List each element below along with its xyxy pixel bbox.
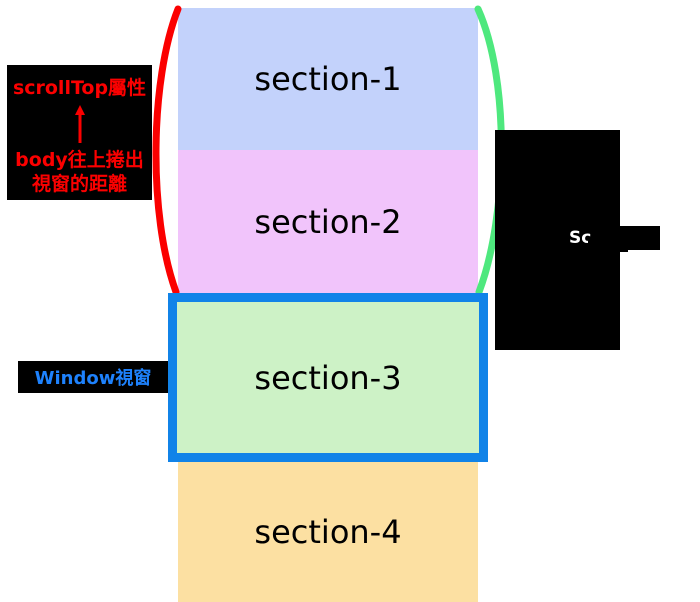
section-block-4: section-4 (178, 462, 478, 602)
section-block-1: section-1 (178, 8, 478, 150)
section-block-2: section-2 (178, 150, 478, 293)
scrolltop-description-line-2: 視窗的距離 (31, 173, 127, 195)
scrolltop-title: scrollTop屬性 (12, 77, 147, 99)
scrollheight-label-occluder-secondary (588, 238, 628, 252)
section-label-3: section-3 (254, 358, 402, 397)
scrolltop-description-line-1: body往上捲出 (15, 149, 144, 171)
window-viewport-label-text: Window視窗 (34, 368, 152, 389)
window-viewport-frame: section-3 (168, 293, 488, 462)
section-label-2: section-2 (254, 202, 402, 241)
window-viewport-label: Window視窗 (18, 361, 168, 393)
section-block-3: section-3 (177, 302, 479, 453)
section-label-4: section-4 (254, 513, 402, 551)
section-label-1: section-1 (254, 60, 402, 98)
scrollheight-callout-text: Sc (569, 228, 592, 248)
left-red-brace (152, 5, 182, 296)
up-arrow-icon (75, 105, 85, 143)
scrolltop-callout: scrollTop屬性 body往上捲出 視窗的距離 (7, 65, 152, 200)
